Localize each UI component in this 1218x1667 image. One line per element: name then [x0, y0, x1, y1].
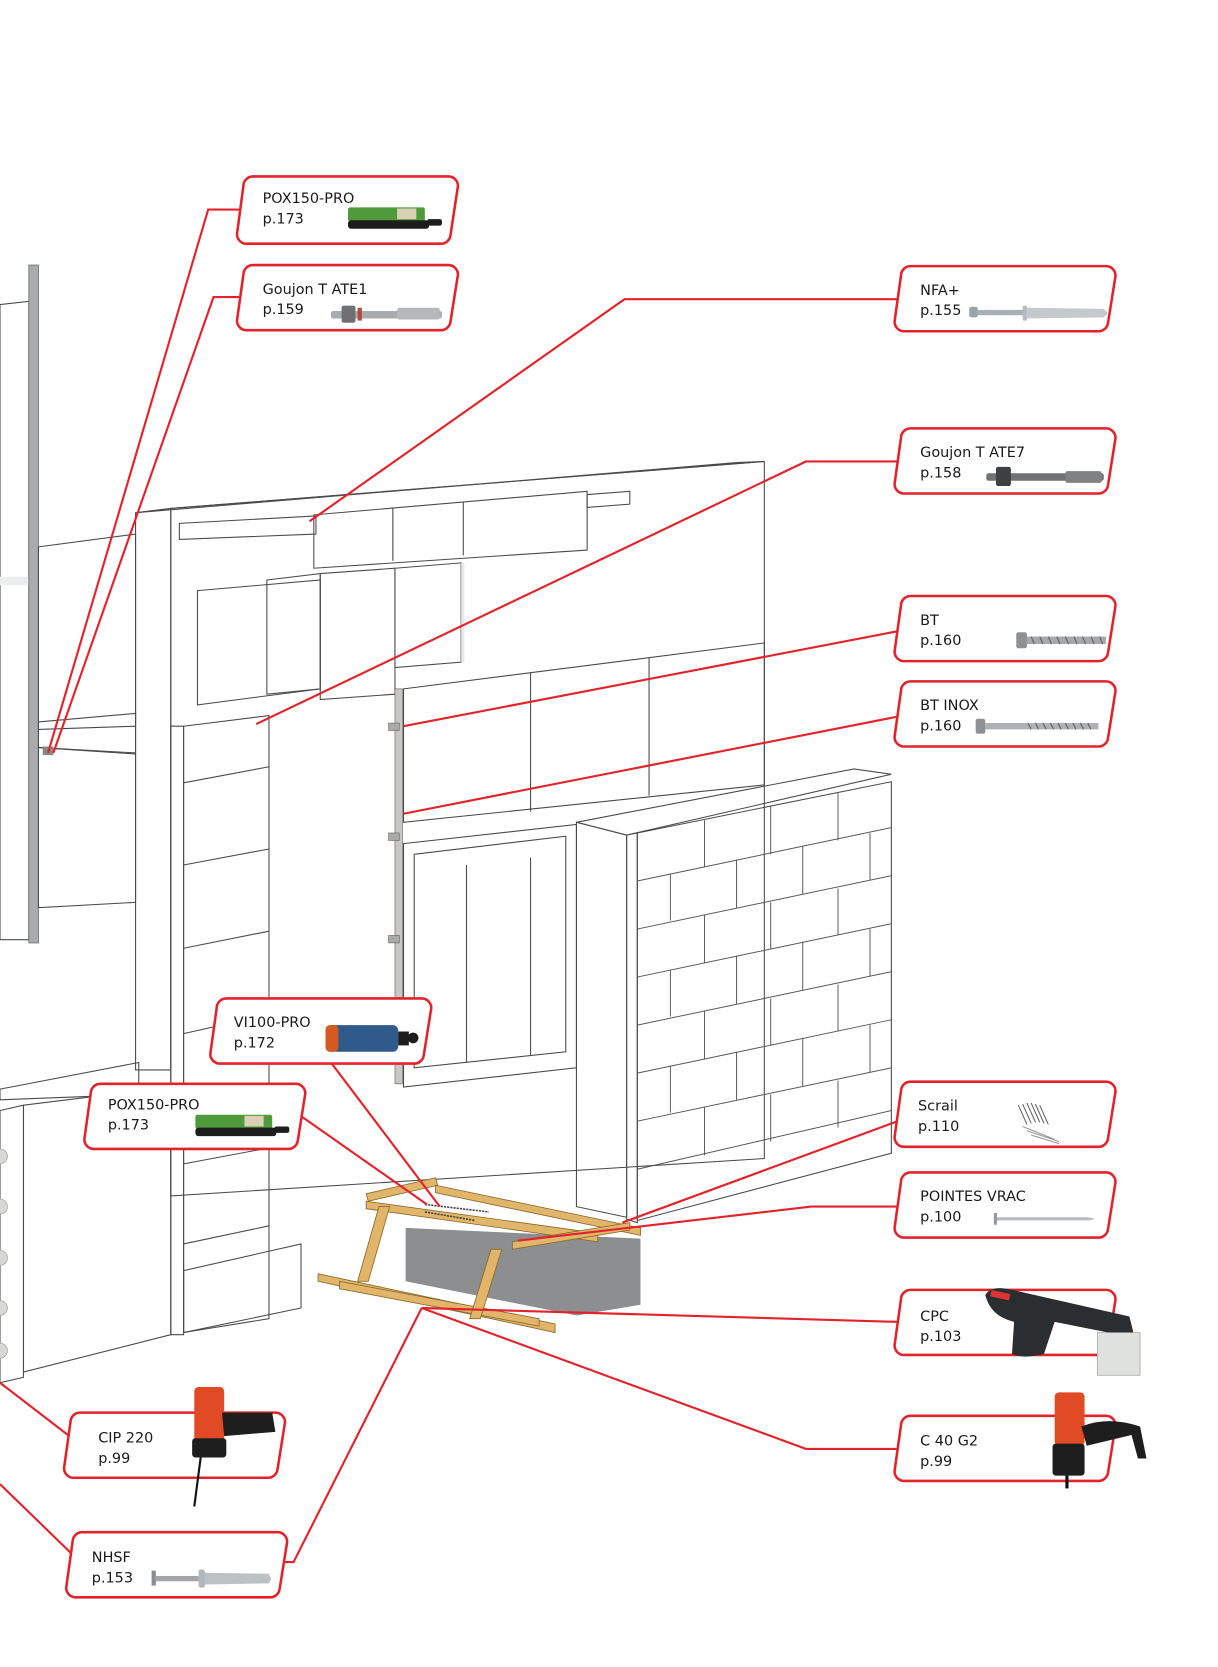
nail-plug-icon — [151, 1569, 272, 1588]
callout-name: Goujon T ATE7 — [920, 445, 1025, 461]
callout-name: POINTES VRAC — [920, 1189, 1026, 1205]
callout-page: p.173 — [263, 211, 304, 227]
callout-name: C 40 G2 — [920, 1434, 978, 1450]
callout-nhsf[interactable]: NHSF p.153 — [64, 1530, 289, 1599]
left-steel-post — [28, 264, 39, 944]
callout-name: NHSF — [92, 1550, 131, 1566]
wedge-anchor-dark-icon — [986, 466, 1104, 487]
glass-cladding — [402, 642, 765, 823]
brick-wall — [636, 781, 892, 1222]
callout-bt-inox[interactable]: BT INOX p.160 — [893, 680, 1117, 748]
brick-wall-top — [576, 768, 892, 836]
callout-c40g2[interactable]: C 40 G2 p.99 — [893, 1392, 1147, 1489]
callout-page: p.110 — [918, 1119, 959, 1135]
bottom-left-insulation — [0, 1104, 25, 1384]
callout-cip220[interactable]: CIP 220 p.99 — [62, 1386, 287, 1507]
callout-page: p.153 — [92, 1570, 133, 1586]
concrete-screw-icon — [1016, 632, 1106, 649]
callout-name: NFA+ — [920, 283, 960, 299]
cartridge-green-icon — [348, 207, 442, 229]
callout-name: CPC — [920, 1309, 949, 1325]
building-illustration — [0, 264, 892, 1384]
window-left — [196, 579, 321, 706]
perforated-insulation — [413, 835, 567, 1069]
callout-page: p.155 — [920, 303, 961, 319]
callout-page: p.158 — [920, 465, 961, 481]
back-wall-lower — [37, 746, 137, 909]
column-face — [135, 507, 172, 1071]
bottom-cladding-step — [183, 1243, 302, 1334]
callout-nfa-plus[interactable]: NFA+ p.155 — [893, 264, 1117, 333]
callout-name: BT INOX — [920, 698, 979, 714]
callout-pox150-pro-top[interactable]: POX150-PRO p.173 — [235, 175, 460, 245]
top-rail — [178, 515, 317, 540]
callout-page: p.103 — [920, 1329, 961, 1345]
window-left-reveal — [266, 572, 321, 695]
left-insulation-strip — [170, 725, 185, 1336]
callout-vi100-pro[interactable]: VI100-PRO p.172 — [209, 997, 433, 1065]
callout-pox150-pro-mid[interactable]: POX150-PRO p.173 — [83, 1082, 307, 1151]
window-right-reveal — [461, 562, 465, 663]
callout-page: p.99 — [920, 1454, 952, 1470]
callout-name: BT — [920, 613, 939, 629]
brick-insulation — [626, 832, 638, 1224]
callout-page: p.173 — [108, 1118, 149, 1134]
callout-page: p.99 — [98, 1451, 130, 1467]
callout-cpc[interactable]: CPC p.103 — [893, 1288, 1141, 1376]
concrete-screw-long-icon — [975, 718, 1099, 734]
left-wall-band — [0, 576, 29, 586]
callout-scrail[interactable]: Scrail p.110 — [893, 1080, 1117, 1149]
cartridge-green-icon — [195, 1114, 290, 1137]
callout-pointes-vrac[interactable]: POINTES VRAC p.100 — [893, 1171, 1117, 1239]
brick-courses — [637, 792, 892, 1170]
callout-goujon-t-ate1[interactable]: Goujon T ATE1 p.159 — [235, 263, 460, 332]
callout-name: CIP 220 — [98, 1431, 153, 1447]
scrail-nails — [424, 1203, 490, 1222]
callout-name: VI100-PRO — [234, 1015, 311, 1031]
timber-frame — [317, 1177, 641, 1334]
left-wall — [0, 300, 30, 941]
callout-goujon-t-ate7[interactable]: Goujon T ATE7 p.158 — [893, 427, 1117, 495]
callout-page: p.172 — [234, 1036, 275, 1052]
cartridge-orange-icon — [325, 1025, 419, 1052]
glass-rail — [394, 688, 403, 1085]
callout-name: POX150-PRO — [263, 191, 355, 207]
callout-bt[interactable]: BT p.160 — [893, 594, 1117, 663]
nail-coil-icon — [1017, 1102, 1060, 1145]
window-mid-tiles — [319, 567, 396, 701]
window-right — [394, 562, 462, 669]
nail-icon — [993, 1212, 1096, 1225]
perforated-frame — [402, 823, 577, 1088]
frame-plug-icon — [969, 305, 1109, 321]
top-rail-right — [586, 490, 631, 508]
callout-page: p.160 — [920, 718, 961, 734]
callout-name: POX150-PRO — [108, 1097, 200, 1113]
callout-page: p.160 — [920, 633, 961, 649]
sheathing-board — [405, 1227, 641, 1316]
top-tiles — [313, 490, 588, 569]
wedge-anchor-icon — [330, 305, 442, 323]
callout-page: p.100 — [920, 1210, 961, 1226]
callout-name: Scrail — [918, 1099, 958, 1115]
callout-page: p.159 — [263, 302, 304, 318]
main-wall-top — [135, 460, 765, 514]
powder-tool-icon — [985, 1288, 1141, 1376]
leader-lines — [0, 208, 899, 1564]
gas-nailer-icon — [1052, 1392, 1147, 1489]
gas-nailer-icon — [192, 1386, 276, 1507]
brick-wall-column — [575, 821, 628, 1218]
callout-name: Goujon T ATE1 — [263, 282, 368, 298]
